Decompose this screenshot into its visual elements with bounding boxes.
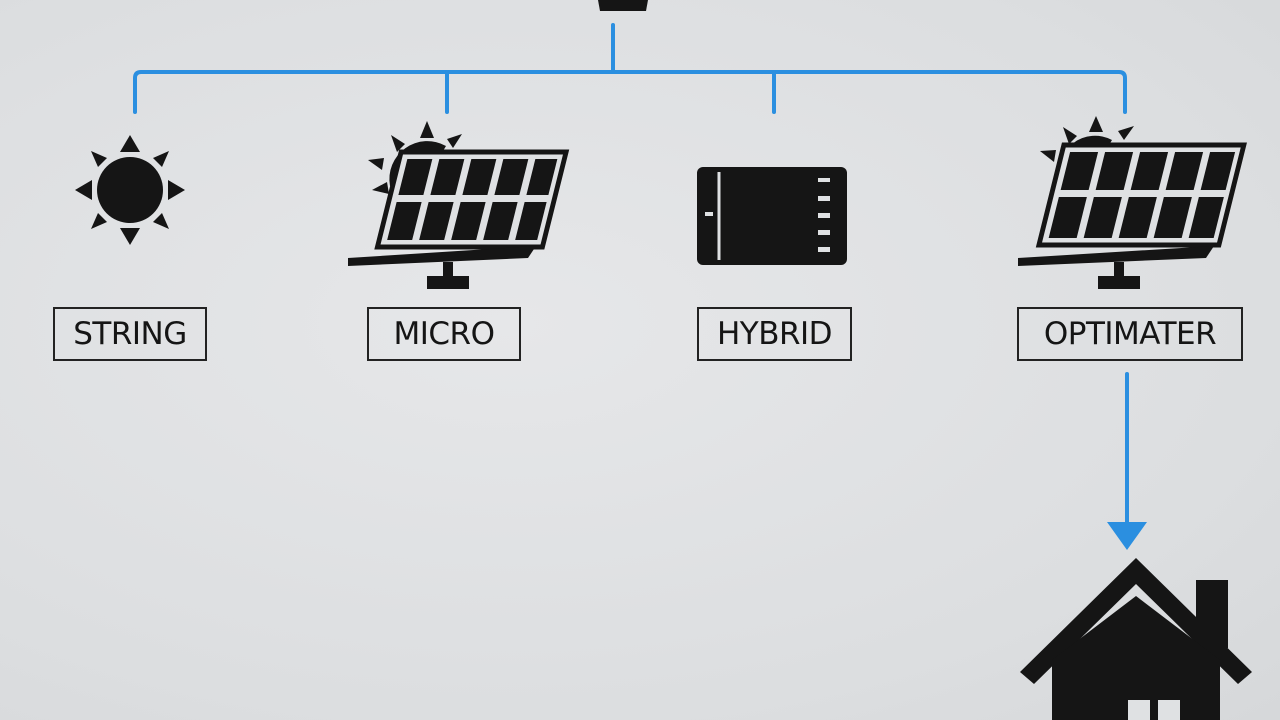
house-icon bbox=[1020, 558, 1252, 720]
node-label-hybrid: HYBRID bbox=[697, 307, 852, 361]
arrow-head-icon bbox=[1107, 522, 1147, 550]
top-node-icon bbox=[598, 0, 648, 11]
node-label-optimater: OPTIMATER bbox=[1017, 307, 1243, 361]
sun-icon bbox=[75, 135, 185, 245]
branch-connector-bar bbox=[133, 70, 1127, 114]
node-label-string: STRING bbox=[53, 307, 207, 361]
connector-lines bbox=[133, 23, 1129, 527]
solar-panel-sun-icon bbox=[348, 121, 570, 289]
node-label-micro: MICRO bbox=[367, 307, 521, 361]
solar-panel-icon bbox=[1018, 116, 1247, 289]
inverter-icon bbox=[697, 167, 847, 265]
